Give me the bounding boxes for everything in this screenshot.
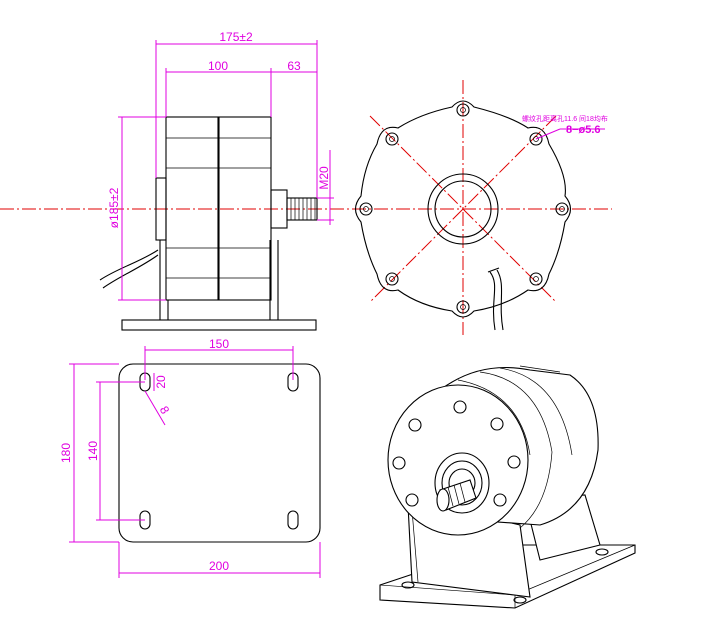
- bolt-holes: [359, 103, 569, 314]
- dim-base-width: 200: [209, 559, 229, 573]
- side-view: 175±2 100 63 M20 ø185±2: [0, 30, 612, 331]
- iso-bolt-heads: [392, 400, 521, 507]
- dim-base-height: 180: [59, 443, 73, 463]
- dim-body-length: 100: [208, 59, 228, 73]
- rear-cap: [155, 177, 167, 241]
- shaft: [286, 197, 318, 221]
- dim-hole-pitch-width: 150: [209, 337, 229, 351]
- dim-body-diameter: ø185±2: [107, 187, 121, 228]
- hole-note: 螺纹孔距离孔11.6 间18均布: [522, 114, 608, 123]
- dim-hole-pitch-height: 140: [86, 441, 100, 461]
- dim-shaft-length: 63: [287, 59, 301, 73]
- isometric-view: [379, 365, 636, 609]
- base-plate-outline: [118, 363, 321, 543]
- dim-shaft-thread: M20: [317, 166, 331, 190]
- hub-outer: [427, 173, 499, 245]
- front-view: 螺纹孔距离孔11.6 间18均布 8−ø5.6: [354, 80, 608, 335]
- front-cable: [489, 271, 496, 331]
- motor-face-outline: [354, 100, 572, 318]
- cable: [99, 249, 159, 281]
- dim-mounting-holes: 8−ø5.6: [566, 124, 601, 136]
- dim-overall-length: 175±2: [219, 30, 253, 44]
- dim-slot-length: 20: [154, 375, 168, 389]
- base-plate-view: 150 20 8 140 180 200: [59, 337, 321, 578]
- hub-inner: [434, 180, 492, 238]
- base-plate-side: [121, 319, 317, 331]
- slot-bottom-right: [287, 510, 299, 530]
